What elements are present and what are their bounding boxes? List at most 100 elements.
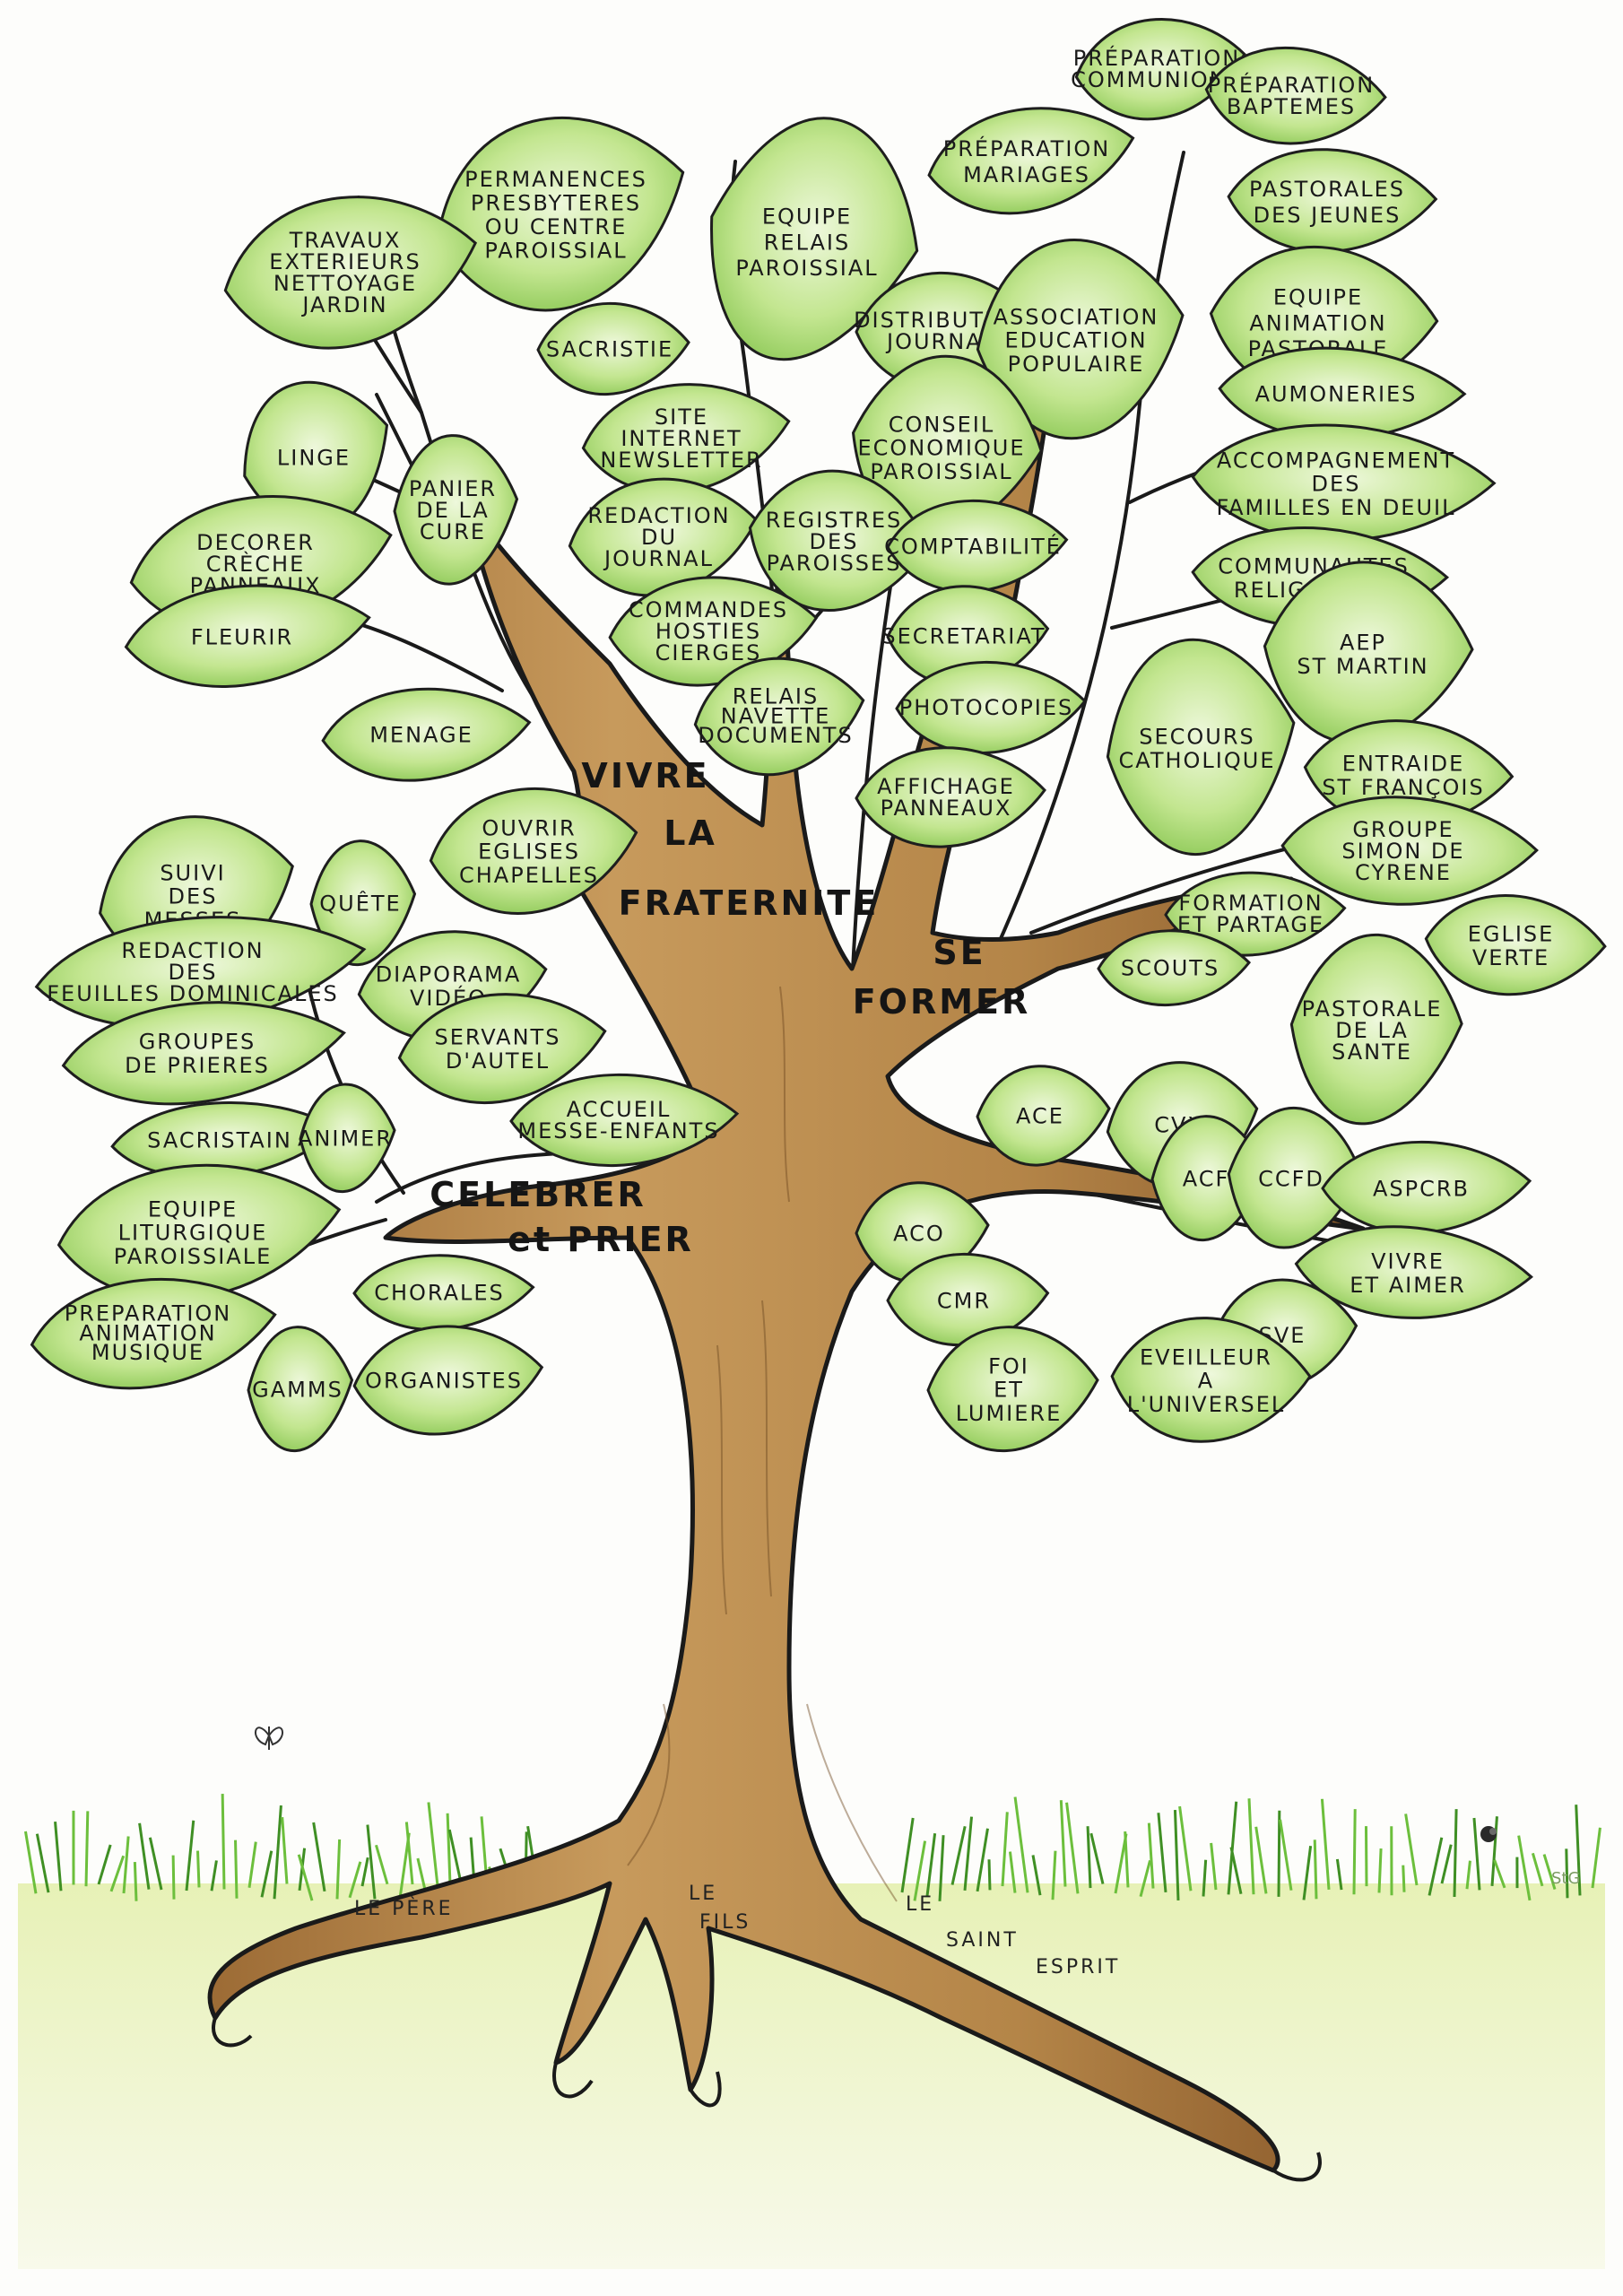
grass-blade: [900, 1817, 915, 1893]
leaf-24: SECRETARIAT: [881, 585, 1050, 687]
grass-blade: [1086, 1826, 1092, 1889]
leaf-label: EXTERIEURS: [269, 249, 421, 274]
leaf-label: SERVANTS: [435, 1025, 561, 1050]
grass-blade: [1065, 1802, 1080, 1894]
leaf-label: PRÉPARATION: [943, 135, 1111, 161]
grass-blade: [1542, 1854, 1557, 1890]
grass-blade: [1440, 1844, 1453, 1884]
root-label-esprit-1: LE: [906, 1893, 934, 1916]
trunk-label-former-line-2: FORMER: [853, 982, 1031, 1022]
leaf-label: LITURGIQUE: [118, 1221, 268, 1246]
grass-blade: [1575, 1805, 1582, 1896]
leaf-shape: [397, 993, 607, 1105]
grass-blade: [335, 1839, 342, 1900]
bark-texture: [627, 986, 898, 1902]
leaf-label: CRÈCHE: [206, 551, 306, 577]
leaf-label: EDUCATION: [1004, 328, 1147, 353]
grass-blade: [1364, 1826, 1368, 1887]
grass-blade: [1404, 1813, 1419, 1886]
leaf-label: CYRENE: [1355, 860, 1452, 885]
leaf-label: AEP: [1340, 631, 1386, 656]
grass-blade: [360, 1857, 369, 1887]
leaf-shape: [855, 746, 1046, 848]
leaf-label: EQUIPE: [1273, 285, 1363, 310]
leaf-label: DE PRIERES: [125, 1053, 270, 1078]
leaf-shape: [926, 1326, 1099, 1452]
leaf-label: ANIMATION: [79, 1320, 216, 1345]
grass-blade: [1517, 1835, 1532, 1901]
leaf-label: PASTORALE: [1302, 996, 1443, 1022]
leaf-shape: [393, 434, 519, 586]
leaf-label: LUMIERE: [956, 1401, 1063, 1426]
leaf-shape: [976, 239, 1185, 440]
leaf-label: ACF: [1183, 1167, 1230, 1192]
butterfly-icon: [255, 1726, 283, 1750]
leaf-label: COMMANDES: [629, 597, 788, 622]
leaf-label: RELAIS: [764, 230, 851, 255]
grass-blade: [312, 1822, 326, 1892]
grass-blade: [938, 1835, 945, 1901]
leaf-shape: [30, 1277, 277, 1390]
grass-blade: [1247, 1798, 1255, 1895]
grass: [23, 1794, 1601, 1901]
leaf-label: PHOTOCOPIES: [899, 695, 1074, 720]
leaf-shape: [1204, 46, 1387, 145]
grass-blade: [1402, 1865, 1406, 1892]
leaf-shape: [886, 499, 1069, 594]
leaf-shape: [1227, 148, 1438, 254]
grass-blade: [97, 1844, 112, 1885]
leaf-label: D'AUTEL: [446, 1048, 550, 1074]
root-label-fils-2: FILS: [699, 1911, 751, 1934]
grass-blade: [122, 1836, 130, 1894]
leaf-shape: [710, 117, 919, 361]
leaf-label: CONSEIL: [889, 412, 994, 437]
leaf-27: PHOTOCOPIES: [895, 660, 1088, 755]
leaf-label: CURE: [420, 519, 486, 544]
grass-blade: [1202, 1859, 1208, 1897]
grass-blade: [1490, 1816, 1498, 1886]
leaf-shape: [321, 687, 532, 782]
leaf-label: ECONOMIQUE: [857, 436, 1025, 461]
leaf-label: ASPCRB: [1373, 1176, 1470, 1201]
leaf-label: LINGE: [277, 445, 351, 470]
leaf-label: SECOURS: [1139, 725, 1255, 750]
grass-blade: [1279, 1819, 1293, 1891]
leaf-label: CATHOLIQUE: [1119, 748, 1276, 773]
leaf-label: FORMATION: [1178, 891, 1323, 916]
grass-blade: [1008, 1851, 1017, 1893]
leaf-label: RELAIS: [733, 684, 820, 709]
leaf-label: ET PARTAGE: [1177, 912, 1324, 937]
leaf-label: VIVRE: [1371, 1249, 1445, 1274]
grass-blade: [1124, 1831, 1130, 1888]
leaf-label: REDACTION: [121, 938, 264, 963]
leaf-label: VERTE: [1472, 945, 1549, 970]
leaf-label: DE LA: [1335, 1018, 1409, 1043]
grass-blade: [1147, 1822, 1155, 1889]
grass-blade: [1089, 1832, 1105, 1884]
grass-blade: [1173, 1809, 1180, 1901]
grass-blade: [1335, 1858, 1343, 1891]
leaf-label: ORGANISTES: [365, 1369, 523, 1394]
grass-blade: [375, 1844, 389, 1885]
leaf-label: DECORER: [196, 530, 315, 555]
leaf-label: CIERGES: [655, 640, 762, 665]
leaf-label: SIMON DE: [1341, 839, 1464, 864]
leaf-label: NETTOYAGE: [273, 271, 417, 296]
leaf-shape: [693, 657, 865, 777]
leaf-40: SCOUTS: [1097, 929, 1252, 1006]
leaf-label: GROUPE: [1352, 817, 1454, 842]
trunk-label-former-line-1: SE: [933, 933, 985, 972]
leaf-label: FLEURIR: [191, 624, 293, 649]
leaf-shape: [429, 787, 638, 915]
grass-blade: [1320, 1798, 1331, 1891]
leaf-label: GROUPES: [139, 1030, 256, 1055]
